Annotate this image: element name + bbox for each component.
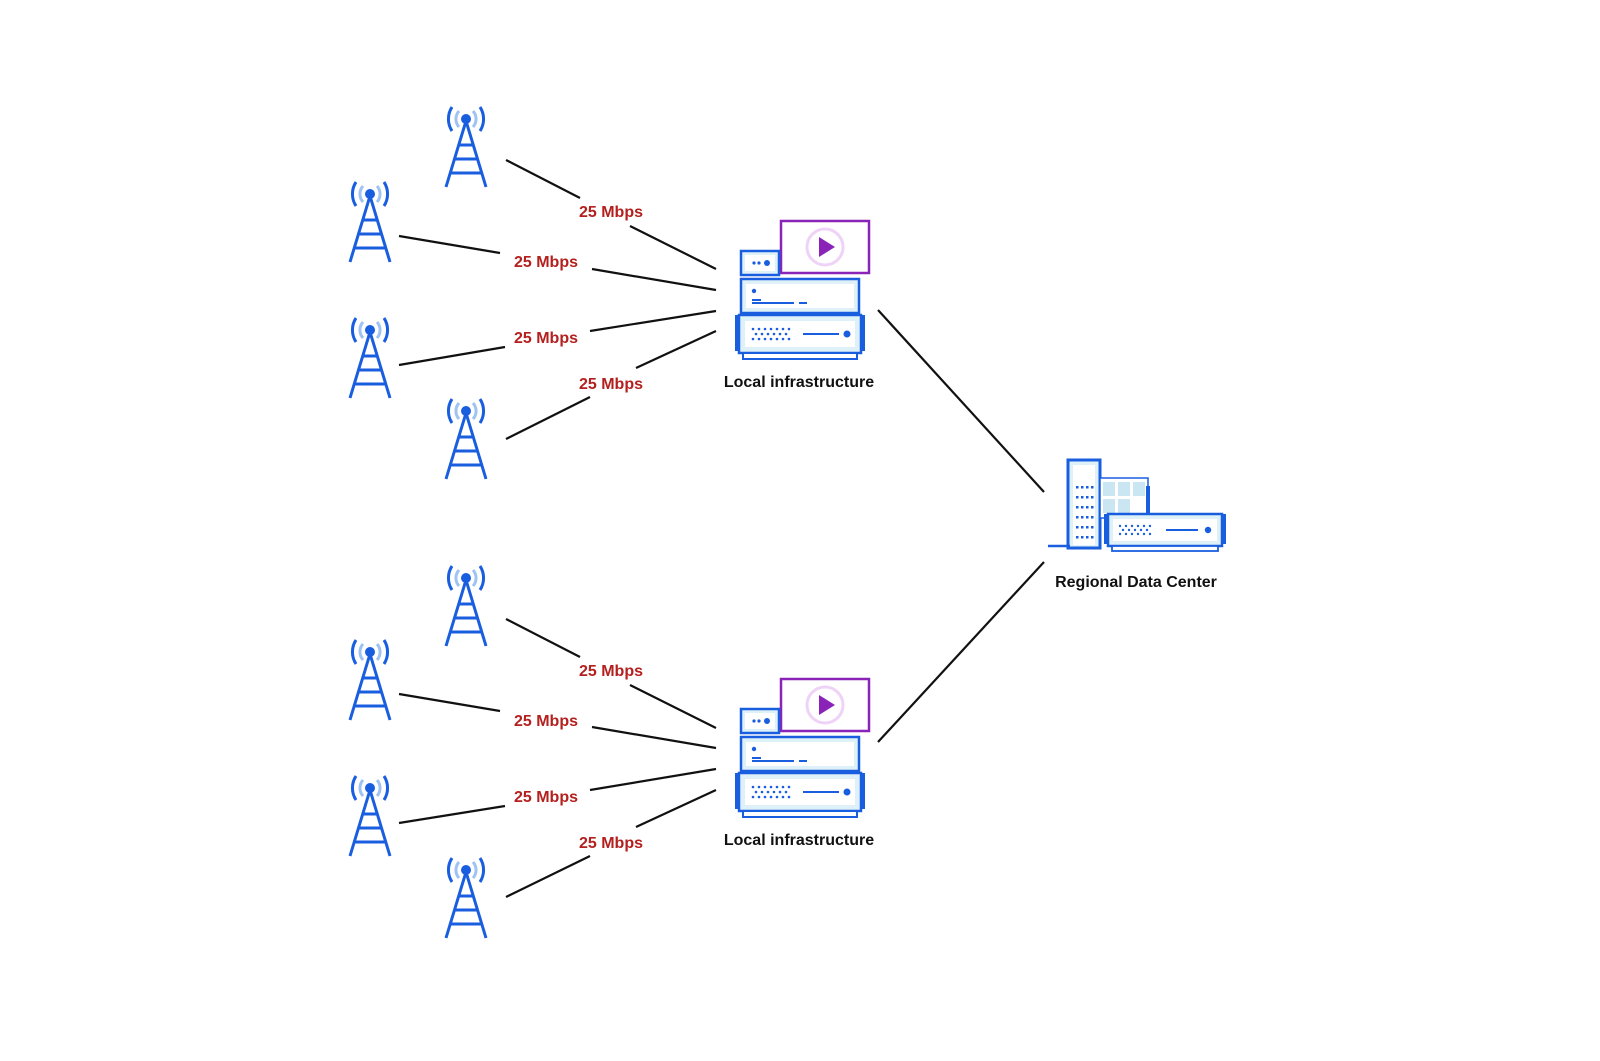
server-stack-with-video-icon <box>733 219 871 361</box>
cell-tower-icon <box>444 397 488 481</box>
link-rate-label: 25 Mbps <box>579 835 643 852</box>
regional-data-center: Regional Data Center <box>1046 458 1228 591</box>
link-line <box>398 309 717 367</box>
link-rate-label: 25 Mbps <box>514 713 578 730</box>
link-line <box>398 234 717 292</box>
cell-tower-icon <box>348 638 392 722</box>
cell-tower-icon <box>444 856 488 940</box>
link-line-to-datacenter <box>877 561 1045 743</box>
link-rate-label: 25 Mbps <box>579 376 643 393</box>
data-center-label: Regional Data Center <box>1055 574 1217 591</box>
link-rate-label: 25 Mbps <box>514 330 578 347</box>
local-infrastructure-label: Local infrastructure <box>724 374 874 391</box>
link-rate-label: 25 Mbps <box>514 789 578 806</box>
data-center-building-icon <box>1046 458 1228 553</box>
link-line <box>398 767 717 825</box>
link-rate-label: 25 Mbps <box>579 204 643 221</box>
cell-tower-icon <box>348 774 392 858</box>
server-stack-with-video-icon <box>733 677 871 819</box>
cluster-top: 25 Mbps 25 Mbps 25 Mbps 25 Mbps Local in… <box>348 105 1045 493</box>
link-rate-label: 25 Mbps <box>514 254 578 271</box>
link-line <box>505 789 717 898</box>
cell-tower-icon <box>348 180 392 264</box>
cell-tower-icon <box>444 105 488 189</box>
local-infrastructure-label: Local infrastructure <box>724 832 874 849</box>
cluster-bottom: 25 Mbps 25 Mbps 25 Mbps 25 Mbps Local in… <box>348 561 1045 940</box>
link-line <box>505 618 717 729</box>
link-line <box>398 692 717 750</box>
link-line <box>505 159 717 270</box>
link-rate-label: 25 Mbps <box>579 663 643 680</box>
link-line-to-datacenter <box>877 309 1045 493</box>
cell-tower-icon <box>444 564 488 648</box>
link-line <box>505 330 717 440</box>
cell-tower-icon <box>348 316 392 400</box>
